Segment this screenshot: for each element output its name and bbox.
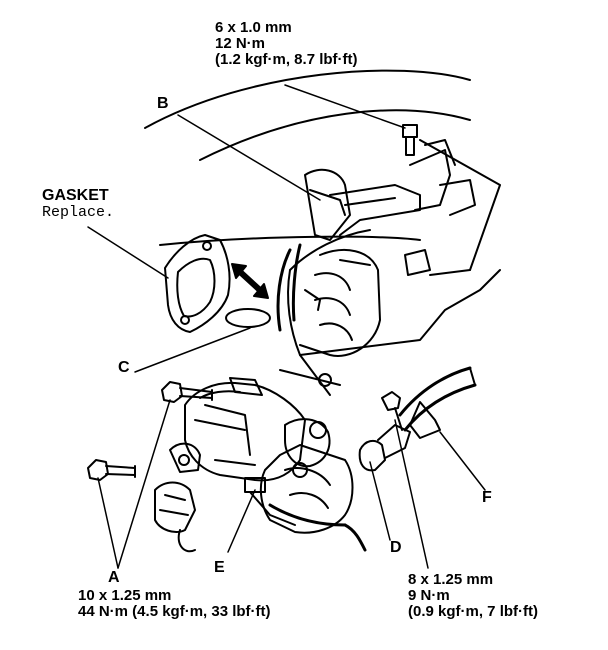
leader-lines bbox=[87, 84, 486, 569]
gasket-part bbox=[164, 234, 231, 333]
gasket-note: Replace. bbox=[42, 204, 115, 221]
callout-c: C bbox=[118, 359, 130, 376]
top-bolt-size: 6 x 1.0 mm bbox=[215, 19, 292, 36]
callout-f: F bbox=[482, 489, 492, 506]
starter-motor bbox=[184, 377, 367, 552]
mount-bolt-lower bbox=[87, 459, 136, 481]
bracket-b bbox=[304, 139, 476, 276]
mount-bolt-size: 10 x 1.25 mm bbox=[78, 587, 172, 604]
gasket-title: GASKET bbox=[42, 187, 109, 204]
starter-bracket bbox=[154, 442, 201, 553]
engine-outline bbox=[144, 69, 501, 396]
callout-e: E bbox=[214, 559, 225, 576]
mount-bolt-upper bbox=[161, 381, 213, 403]
bell-housing bbox=[276, 243, 381, 387]
starter-pocket bbox=[225, 308, 271, 328]
callout-d: D bbox=[390, 539, 402, 556]
terminal-connector bbox=[358, 391, 411, 472]
top-bolt bbox=[402, 124, 418, 156]
install-direction-arrow bbox=[231, 263, 269, 299]
top-bolt-torque-alt: (1.2 kgf·m, 8.7 lbf·ft) bbox=[215, 51, 358, 68]
mount-bolt-torque: 44 N·m (4.5 kgf·m, 33 lbf·ft) bbox=[78, 603, 271, 620]
terminal-nut-size: 8 x 1.25 mm bbox=[408, 571, 494, 588]
terminal-nut-torque-nm: 9 N·m bbox=[408, 587, 450, 604]
callout-a: A bbox=[108, 569, 120, 586]
cable-f bbox=[398, 366, 477, 439]
top-bolt-torque-nm: 12 N·m bbox=[215, 35, 266, 52]
callout-b: B bbox=[157, 95, 169, 112]
terminal-nut-torque-alt: (0.9 kgf·m, 7 lbf·ft) bbox=[408, 603, 538, 620]
